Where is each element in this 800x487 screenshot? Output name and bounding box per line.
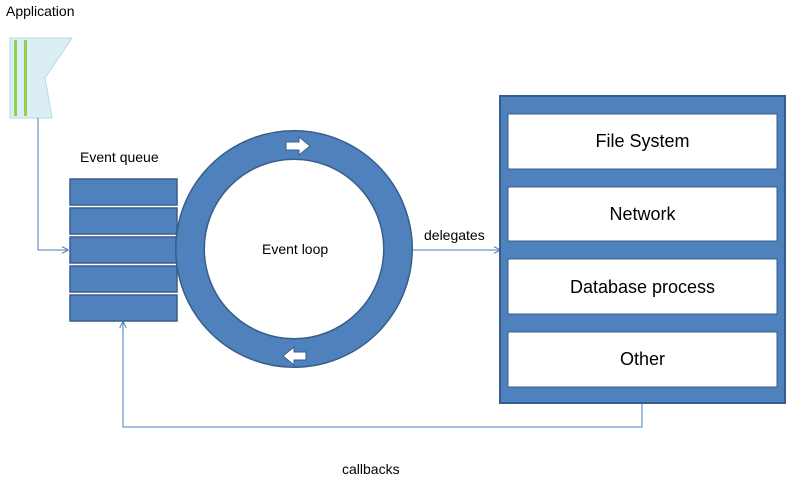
worker-box-network — [507, 186, 778, 242]
left-arrow-icon — [282, 345, 307, 367]
worker-box-database-process — [507, 258, 778, 315]
worker-box-other — [507, 331, 778, 388]
worker-label-database-process: Database process — [569, 277, 716, 297]
callbacks-label: callbacks — [342, 461, 400, 477]
callbacks-connector — [123, 322, 643, 428]
event-queue — [69, 178, 178, 322]
worker-label-network: Network — [609, 204, 676, 224]
document-icon — [9, 37, 73, 119]
application-to-queue-connector — [37, 118, 68, 250]
worker-box-file-system — [507, 113, 778, 170]
queue-slot — [69, 236, 178, 264]
worker-label-other: Other — [619, 349, 666, 369]
worker-panel — [499, 95, 786, 404]
event-queue-label: Event queue — [80, 149, 159, 165]
event-loop-label: Event loop — [262, 241, 329, 257]
application-label: Application — [6, 3, 75, 19]
worker-label-file-system: File System — [595, 131, 690, 151]
queue-slot — [69, 207, 178, 235]
right-arrow-icon — [285, 135, 311, 157]
delegates-label: delegates — [424, 227, 485, 243]
queue-slot — [69, 294, 178, 322]
queue-slot — [69, 265, 178, 293]
queue-slot — [69, 178, 178, 206]
